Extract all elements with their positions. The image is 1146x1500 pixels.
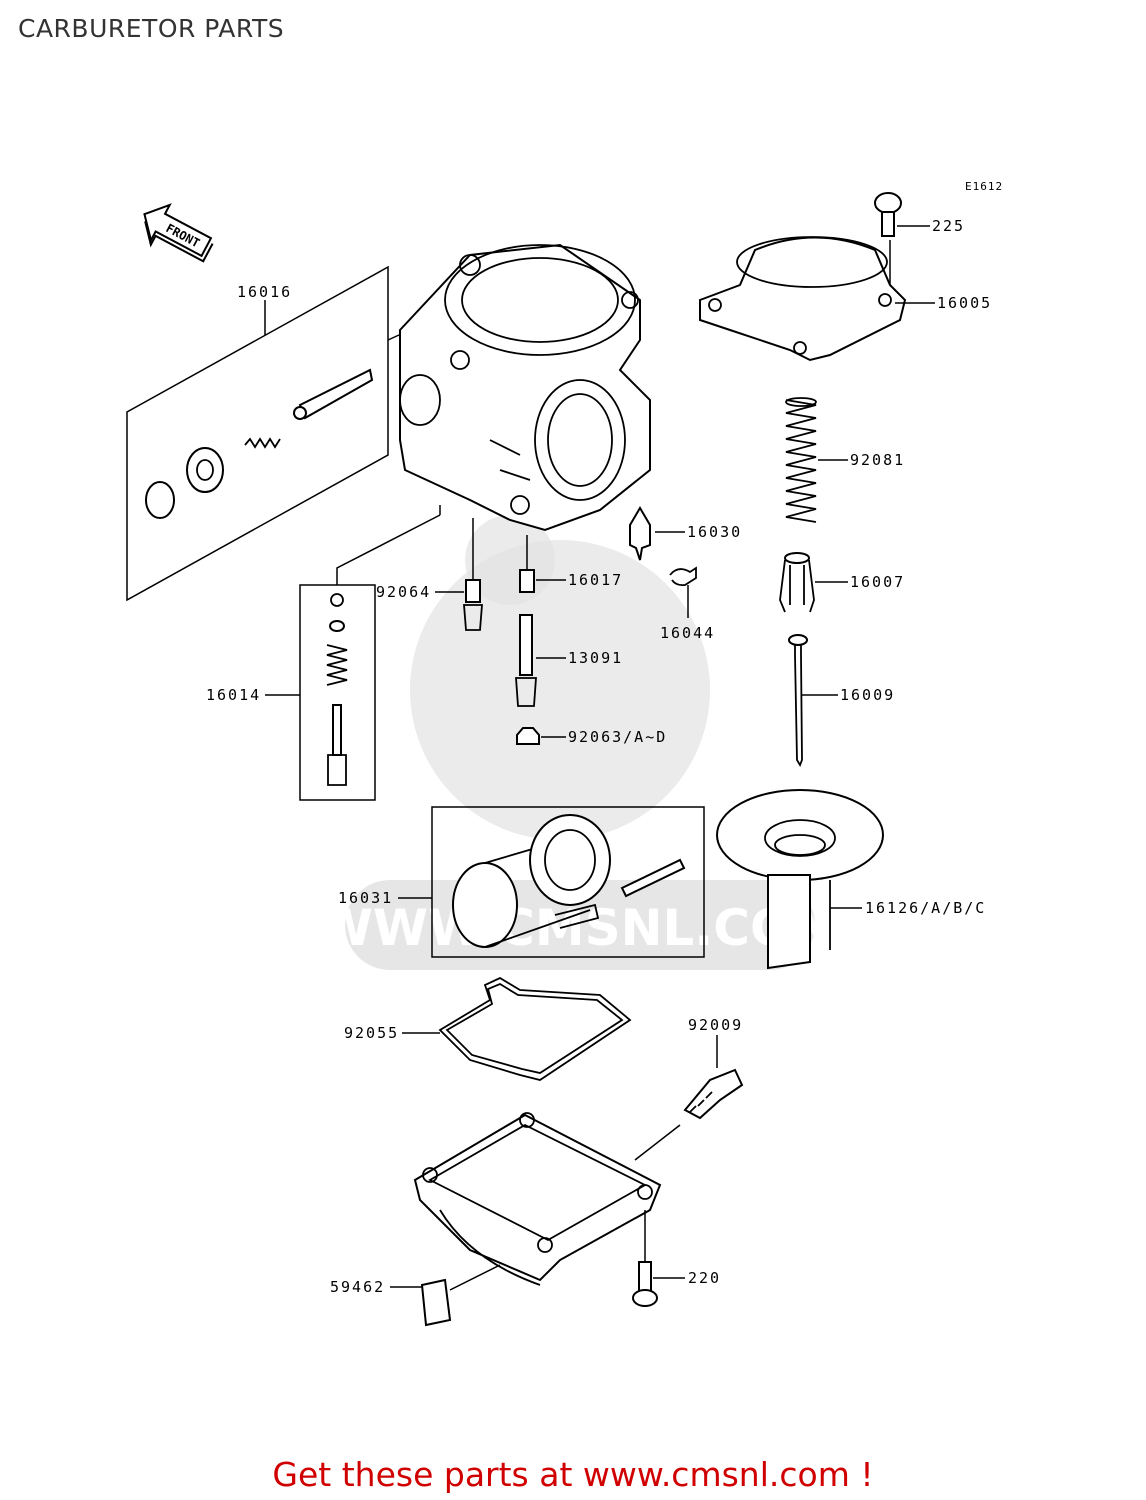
label-59462: 59462 (330, 1278, 385, 1296)
gasket-92055 (438, 976, 632, 1081)
spring-92081 (785, 397, 817, 523)
needle-jet-13091 (515, 614, 537, 707)
label-13091: 13091 (568, 649, 623, 667)
drain-screw-92009 (683, 1068, 744, 1120)
label-225: 225 (932, 217, 965, 235)
label-sticker-59462 (420, 1278, 452, 1327)
watermark-text: WWW.CMSNL.COM (318, 899, 843, 957)
needle-holder-16007 (779, 552, 815, 613)
screw-225 (874, 192, 902, 290)
jet-92064 (463, 579, 483, 631)
label-92063: 92063/A~D (568, 728, 667, 746)
throttle-valve-group (431, 806, 705, 958)
label-16005: 16005 (937, 294, 992, 312)
diaphragm-16126 (716, 789, 884, 970)
jet-needle-16009 (788, 634, 808, 768)
diagram-code: E1612 (965, 180, 1003, 193)
float-bowl (413, 1112, 662, 1286)
top-cover-16005 (699, 236, 907, 362)
page-title: CARBURETOR PARTS (18, 14, 285, 43)
label-16126: 16126/A/B/C (865, 899, 986, 917)
carburetor-body (399, 243, 651, 532)
label-16014: 16014 (206, 686, 261, 704)
main-jet-92063 (516, 727, 540, 745)
clip-16044 (669, 566, 697, 587)
label-16016: 16016 (237, 283, 292, 301)
label-92081: 92081 (850, 451, 905, 469)
label-220: 220 (688, 1269, 721, 1287)
label-92009: 92009 (688, 1016, 743, 1034)
screw-220 (632, 1210, 658, 1307)
pilot-screw-set-group (126, 265, 411, 602)
label-16030: 16030 (687, 523, 742, 541)
label-16031: 16031 (338, 889, 393, 907)
starter-plunger-group (299, 584, 376, 801)
label-92055: 92055 (344, 1024, 399, 1042)
jet-16017 (519, 569, 535, 593)
float-valve-16030 (629, 506, 651, 561)
front-arrow-icon: FRONT (143, 203, 214, 263)
label-92064: 92064 (376, 583, 431, 601)
label-16044: 16044 (660, 624, 715, 642)
label-16009: 16009 (840, 686, 895, 704)
label-16017: 16017 (568, 571, 623, 589)
watermark: WWW.CMSNL.COM (318, 515, 843, 970)
cta-link[interactable]: Get these parts at www.cmsnl.com ! (272, 1455, 874, 1494)
label-16007: 16007 (850, 573, 905, 591)
exploded-parts-diagram: WWW.CMSNL.COM E1612 FRONT (126, 180, 1003, 1327)
